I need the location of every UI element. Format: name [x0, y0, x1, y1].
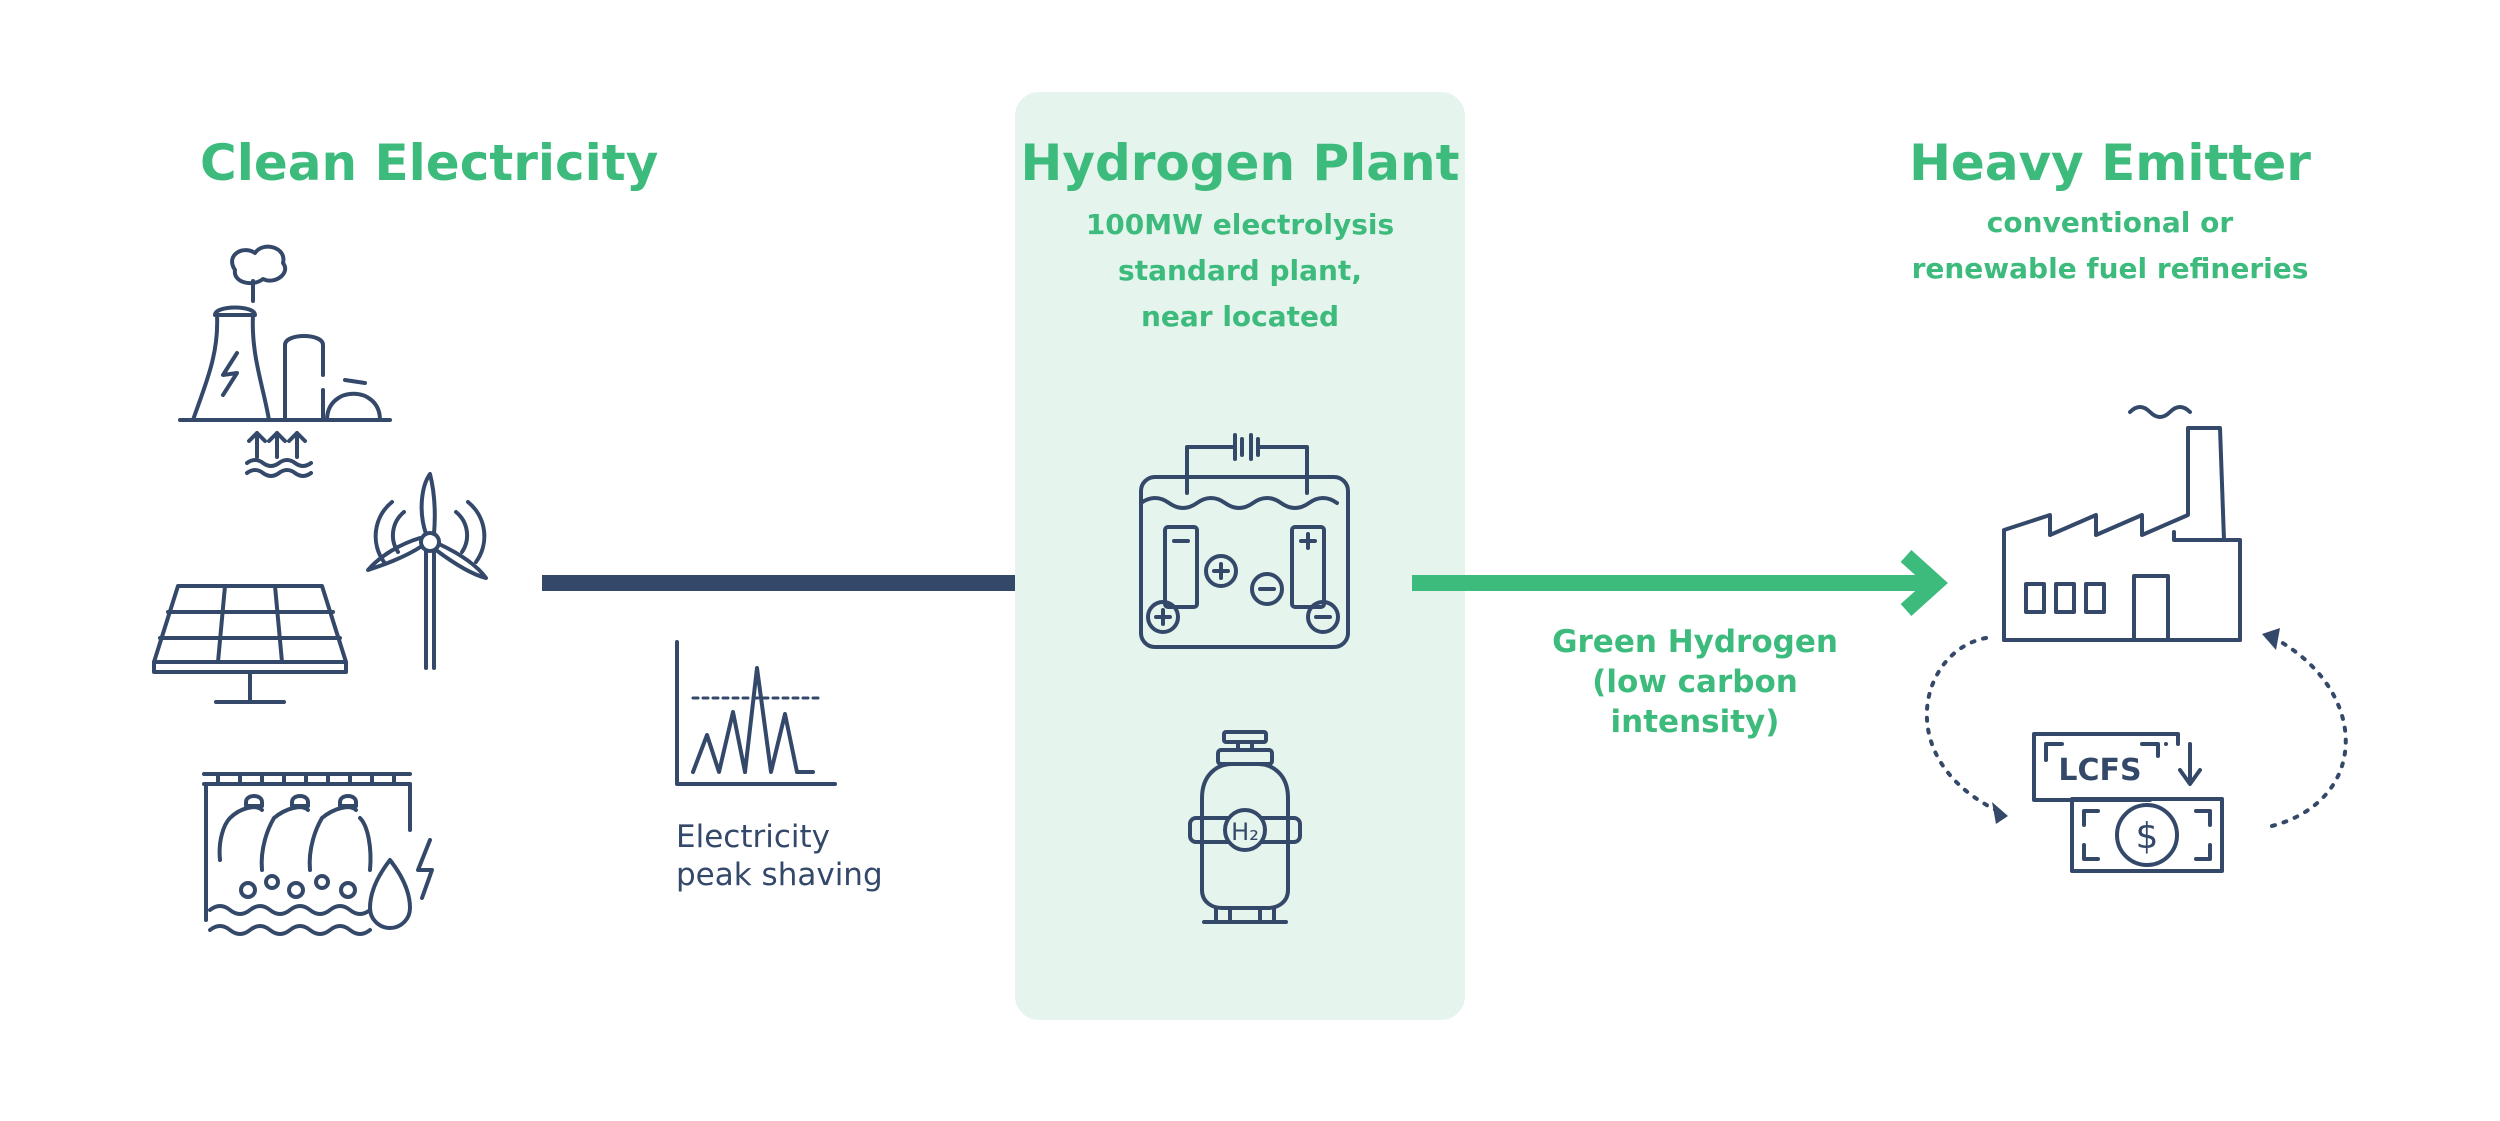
hydrogen-plant-panel: [1015, 92, 1465, 1020]
h2-label: H₂: [1231, 818, 1259, 846]
peak-shaving-label-line-2: peak shaving: [676, 857, 883, 893]
green-hydrogen-label-line-1: Green Hydrogen: [1552, 624, 1838, 660]
solar-panel-icon: [150, 582, 350, 707]
hydrogen-plant-subtitle-line-2: standard plant,: [1118, 254, 1362, 287]
dollar-sign: $: [2136, 816, 2159, 857]
electrolyzer-icon: [1137, 437, 1352, 652]
peak-shaving-label-line-1: Electricity: [676, 819, 830, 855]
hydrogen-plant-subtitle-line-3: near located: [1140, 300, 1340, 333]
heavy-emitter-subtitle: conventional or renewable fuel refinerie…: [1810, 200, 2410, 292]
lcfs-label: LCFS: [2058, 753, 2141, 788]
heavy-emitter-title: Heavy Emitter: [1909, 134, 2311, 192]
green-hydrogen-flow-arrow: [1410, 548, 1970, 618]
green-hydrogen-label: Green Hydrogen (low carbon intensity): [1545, 622, 1845, 742]
factory-icon: [2000, 400, 2245, 645]
green-hydrogen-label-line-2: (low carbon: [1592, 664, 1798, 700]
hydro-dam-icon: [200, 770, 460, 950]
heavy-emitter-subtitle-line-1: conventional or: [1986, 206, 2234, 239]
cycle-arrows-icon: [1900, 628, 2370, 830]
wind-turbine-icon: [360, 470, 500, 670]
hydrogen-plant-subtitle: 100MW electrolysis standard plant, near …: [1015, 202, 1465, 340]
green-hydrogen-label-line-3: intensity): [1610, 704, 1780, 740]
dollar-bill-icon: $: [2068, 795, 2228, 875]
electricity-flow-arrow: [540, 548, 1080, 618]
hydrogen-tank-icon: H₂: [1188, 730, 1303, 930]
hydrogen-plant-subtitle-line-1: 100MW electrolysis: [1085, 208, 1395, 241]
hydrogen-plant-title: Hydrogen Plant: [1020, 134, 1460, 192]
nuclear-plant-icon: [175, 245, 395, 480]
heavy-emitter-subtitle-line-2: renewable fuel refineries: [1911, 252, 2309, 285]
clean-electricity-title: Clean Electricity: [200, 134, 659, 192]
peak-shaving-chart-icon: [673, 640, 838, 788]
peak-shaving-label: Electricity peak shaving: [676, 818, 883, 894]
